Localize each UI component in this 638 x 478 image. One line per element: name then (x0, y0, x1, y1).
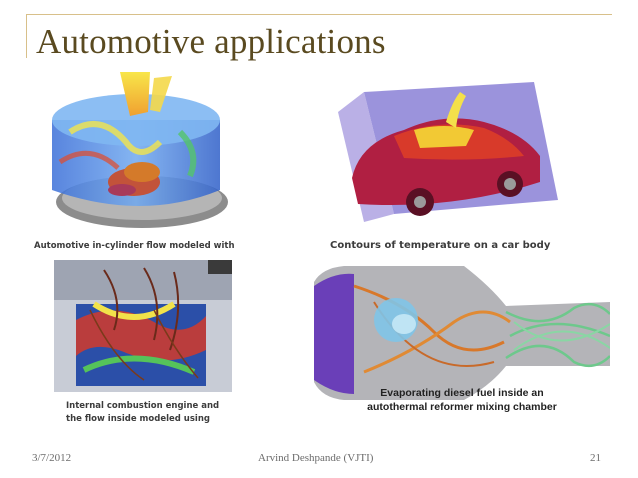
title-accent-rule (26, 14, 27, 58)
figure-4-caption-line-1: Evaporating diesel fuel inside an (380, 387, 544, 399)
figure-2-caption: Contours of temperature on a car body (330, 240, 551, 251)
car-temperature-image (334, 82, 558, 232)
figure-3-caption-line-2: the flow inside modeled using (66, 414, 210, 424)
figure-4-caption-line-2: autothermal reformer mixing chamber (367, 401, 557, 413)
in-cylinder-flow-image (30, 72, 230, 234)
header-rule (26, 14, 612, 15)
figure-3-caption-line-1: Internal combustion engine and (66, 401, 220, 411)
footer-author: Arvind Deshpande (VJTI) (258, 452, 374, 464)
footer-date: 3/7/2012 (32, 452, 72, 464)
footer-page-number: 21 (590, 452, 601, 464)
combustion-engine-image (54, 260, 232, 392)
mixing-chamber-image (314, 262, 610, 412)
slide-title: Automotive applications (36, 22, 386, 61)
figure-1-caption: Automotive in-cylinder flow modeled with (34, 241, 235, 251)
figure-3-caption: Internal combustion engine and the flow … (66, 400, 219, 426)
figure-4-caption: Evaporating diesel fuel inside an autoth… (360, 386, 564, 414)
